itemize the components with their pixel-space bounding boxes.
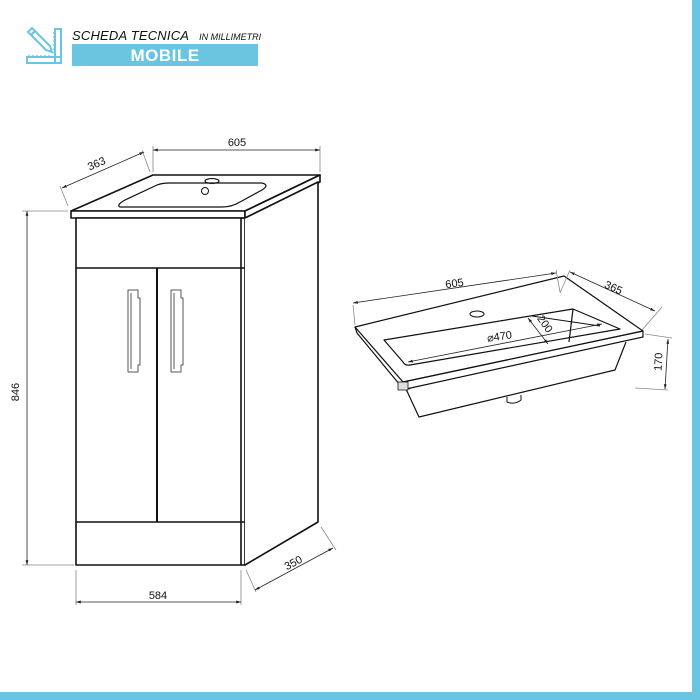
unit-note: IN MILLIMETRI bbox=[199, 32, 262, 42]
title-text: SCHEDA TECNICA bbox=[72, 28, 190, 43]
frame-border-bottom bbox=[0, 692, 700, 700]
dim-cabinet-base-width: 584 bbox=[149, 590, 167, 602]
sheet-title: SCHEDA TECNICA IN MILLIMETRI bbox=[72, 28, 261, 43]
cabinet-drawing bbox=[70, 174, 321, 566]
frame-border-right bbox=[692, 0, 700, 700]
dim-cabinet-height: 846 bbox=[10, 383, 22, 401]
basin-drawing bbox=[354, 275, 644, 418]
basin-dimension-lines bbox=[352, 269, 673, 391]
dim-basin-depth: 365 bbox=[602, 279, 624, 297]
dim-basin-height: 170 bbox=[653, 352, 666, 371]
pencil-ruler-icon bbox=[26, 26, 62, 64]
dim-cabinet-base-depth: 350 bbox=[283, 554, 305, 573]
dim-cabinet-top-width: 605 bbox=[228, 137, 246, 149]
dim-basin-width: 605 bbox=[445, 277, 465, 291]
dim-cabinet-top-depth: 363 bbox=[86, 155, 108, 173]
product-banner: MOBILE bbox=[72, 44, 258, 66]
cabinet-dimension-lines bbox=[22, 146, 337, 605]
dim-basin-bowl-width: ⌀470 bbox=[486, 329, 512, 344]
